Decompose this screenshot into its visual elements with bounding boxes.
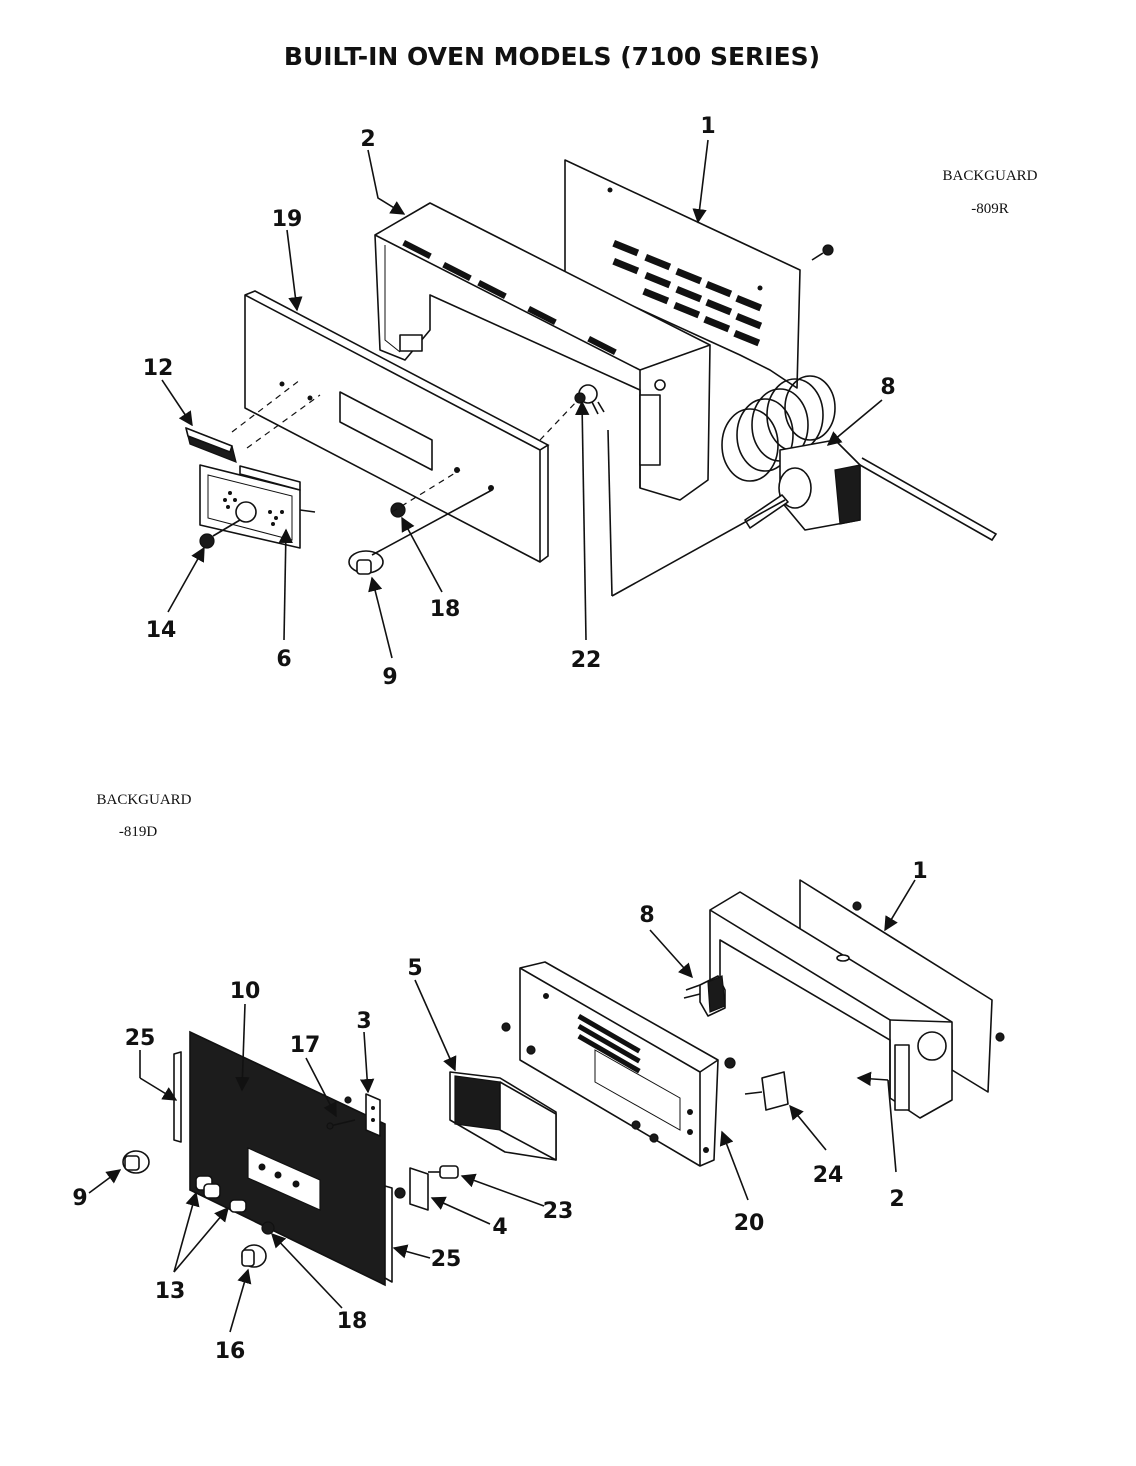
callout-3: 3 [356,1009,371,1034]
callout-18: 18 [337,1309,368,1334]
part-22-switch-icon [574,384,605,415]
part-20-control-frame [519,961,719,1167]
diagram-backguard-819d: BACKGUARD -819D [72,792,1005,1364]
part-6-clock-module [199,464,316,549]
callout-19: 19 [272,207,303,232]
part-8-thermostat [721,375,998,542]
part-4-bracket [409,1167,429,1211]
part-9-knob-icon [122,1150,150,1174]
callout-4: 4 [492,1215,507,1240]
caption-backguard-label: BACKGUARD [96,792,191,808]
callout-1: 1 [912,859,927,884]
callout-2: 2 [889,1187,904,1212]
diagram-backguard-809r: BACKGUARD -809R [143,114,1038,690]
part-24-switch-icon [744,1071,789,1111]
screw-icon [852,901,1005,1042]
callout-10: 10 [230,979,261,1004]
callout-2: 2 [360,127,375,152]
callout-20: 20 [734,1211,765,1236]
part-12-indicator-lens [185,427,237,463]
part-3-bracket [365,1093,381,1137]
part-18-nut-icon [390,502,406,518]
callout-5: 5 [407,956,422,981]
callout-1: 1 [700,114,715,139]
part-9-knob-icon [348,550,384,575]
part-14-knob-icon [199,519,241,549]
part-23-bolt-icon [428,1165,459,1179]
part-1-back-cover [564,159,801,389]
caption-backguard-label: BACKGUARD [942,168,1037,184]
callout-8: 8 [880,375,895,400]
part-17-screw-icon [326,1096,356,1130]
part-25-trim-strip-left [173,1051,182,1143]
part-19-front-panel [244,290,550,563]
part-16-knob-icon [241,1244,267,1268]
caption-model-number: -819D [119,824,157,840]
part-2-housing [374,202,711,501]
callout-18: 18 [430,597,461,622]
callout-16: 16 [215,1339,246,1364]
page-title: BUILT-IN OVEN MODELS (7100 SERIES) [284,42,820,71]
callout-12: 12 [143,356,174,381]
callout-9: 9 [72,1186,87,1211]
callout-24: 24 [813,1163,844,1188]
callout-25: 25 [125,1026,156,1051]
part-18-nut-icon [261,1187,406,1235]
part-25-trim-strip-right [384,1185,393,1283]
part-5-display-module [449,1071,557,1161]
screw-icon [811,244,834,261]
part-13-buttons-icon [195,1175,247,1213]
callout-22: 22 [571,648,602,673]
screw-icon [501,1022,736,1143]
callout-14: 14 [146,618,177,643]
part-10-front-panel [189,1030,386,1287]
part-8-switch [683,975,726,1017]
callout-8: 8 [639,903,654,928]
caption-model-number: -809R [971,201,1009,217]
callout-23: 23 [543,1199,574,1224]
callout-17: 17 [290,1033,321,1058]
callout-6: 6 [276,647,291,672]
callout-13: 13 [155,1279,186,1304]
callout-25: 25 [431,1247,462,1272]
callout-9: 9 [382,665,397,690]
